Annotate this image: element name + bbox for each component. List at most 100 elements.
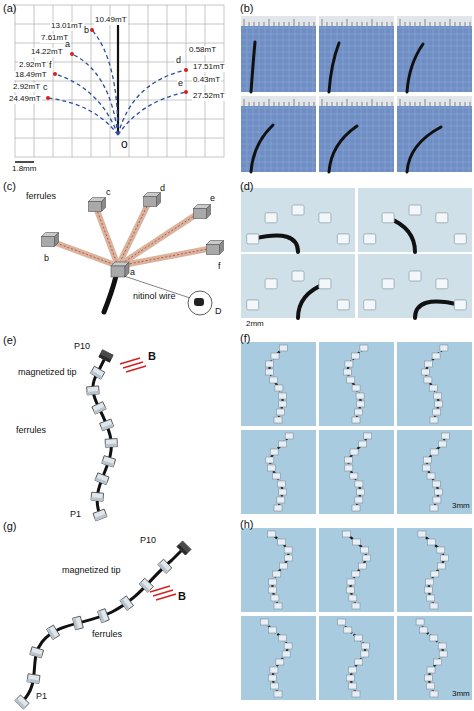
ruler-tick [460, 22, 461, 26]
photo-grid [271, 16, 272, 92]
ruler-tick [327, 22, 328, 26]
photo-grid [355, 16, 356, 92]
ferrule [274, 417, 282, 423]
ruler-tick [357, 22, 358, 26]
ferrule-shade [177, 544, 188, 555]
ferrule [361, 547, 369, 553]
photo-grid [319, 52, 394, 53]
ferrule [434, 659, 442, 665]
ruler-tick [289, 102, 290, 106]
annotation-label: ferrules [16, 426, 46, 436]
ferrule [274, 505, 282, 511]
ruler-tick [450, 19, 451, 26]
ruler [397, 96, 472, 106]
ruler-tick [342, 102, 343, 106]
ferrule [435, 489, 443, 495]
photo-ground [397, 16, 472, 92]
ruler-tick [440, 102, 441, 106]
photo-grid [421, 96, 422, 172]
photo-grid [469, 16, 470, 92]
ferrule [426, 579, 434, 585]
annotation-label: magnetized tip [18, 368, 77, 378]
cube-front [111, 266, 125, 277]
ruler-tick [269, 19, 270, 26]
ruler-tick [392, 102, 393, 106]
annotation-label: magnetized tip [62, 566, 121, 576]
ruler-tick [362, 22, 363, 26]
photo-ground [397, 616, 472, 700]
detail-circle [188, 291, 212, 315]
ferrule-shade [95, 514, 107, 521]
ruler [241, 16, 316, 26]
ruler-tick [410, 102, 411, 106]
ruler-tick [415, 22, 416, 26]
ruler-tick [244, 19, 245, 26]
ruler-tick [279, 22, 280, 26]
tip-point [53, 72, 57, 76]
grid-line [15, 138, 224, 139]
ferrule [430, 691, 438, 697]
deflection-plot [15, 5, 224, 162]
ferrule [356, 393, 364, 399]
rod-trace [425, 348, 444, 420]
ferrule [434, 393, 442, 399]
photo-grid [265, 16, 266, 92]
photo-grid [397, 46, 472, 47]
experiment-photo [241, 342, 316, 426]
ferrule [277, 409, 285, 415]
ferrule [265, 213, 277, 223]
ruler-tick [372, 99, 373, 106]
photo-grid [391, 96, 392, 172]
photo-grid [427, 16, 428, 92]
ferrule [420, 627, 428, 633]
ferrule-shade [101, 424, 113, 431]
ruler-tick [387, 102, 388, 106]
ferrule [279, 489, 287, 495]
ferrule [347, 579, 355, 585]
photo-grid [319, 132, 394, 133]
ruler-tick [244, 99, 245, 106]
photo-grid [307, 96, 308, 172]
annotation-label: 0.58mT [188, 46, 217, 55]
ferrule [120, 596, 134, 610]
ferrule [424, 361, 432, 367]
ruler-tick [410, 22, 411, 26]
ferrule-body [95, 473, 109, 485]
ferrule-body [139, 578, 153, 592]
rod [329, 43, 339, 92]
annotation-label: ferrules [92, 630, 122, 640]
ferrule-cube [144, 193, 161, 207]
ferrule [274, 603, 282, 609]
ruler-tick [294, 19, 295, 26]
ferrule [139, 578, 153, 592]
photo-grid [319, 150, 394, 151]
ferrule [364, 234, 376, 244]
ferrule [268, 587, 276, 593]
annotation-label: b [44, 254, 49, 264]
ferrule-shade [120, 599, 129, 610]
annotation-label: f [48, 61, 53, 71]
annotation-label: o [121, 138, 128, 151]
ferrule [276, 659, 284, 665]
ferrule [353, 539, 361, 545]
ferrule [382, 213, 394, 223]
ferrule [271, 683, 279, 689]
ferrule [427, 683, 435, 689]
photo-grid [439, 16, 440, 92]
ferrule [440, 345, 448, 351]
ruler-tick [357, 102, 358, 106]
experiment-photo [241, 254, 355, 318]
photo-ground [241, 430, 316, 514]
experiment-photo [241, 528, 316, 612]
photo-grid [283, 16, 284, 92]
ruler-tick [415, 102, 416, 106]
ferrule-shade [27, 679, 39, 684]
panel-label: (c) [3, 180, 16, 192]
photo-grid [463, 96, 464, 172]
ferrule [266, 457, 274, 463]
rod-trace [264, 622, 288, 694]
tip-point [70, 52, 74, 56]
photo-grid [397, 156, 472, 157]
ferrule [433, 497, 441, 503]
ruler-tick [377, 102, 378, 106]
